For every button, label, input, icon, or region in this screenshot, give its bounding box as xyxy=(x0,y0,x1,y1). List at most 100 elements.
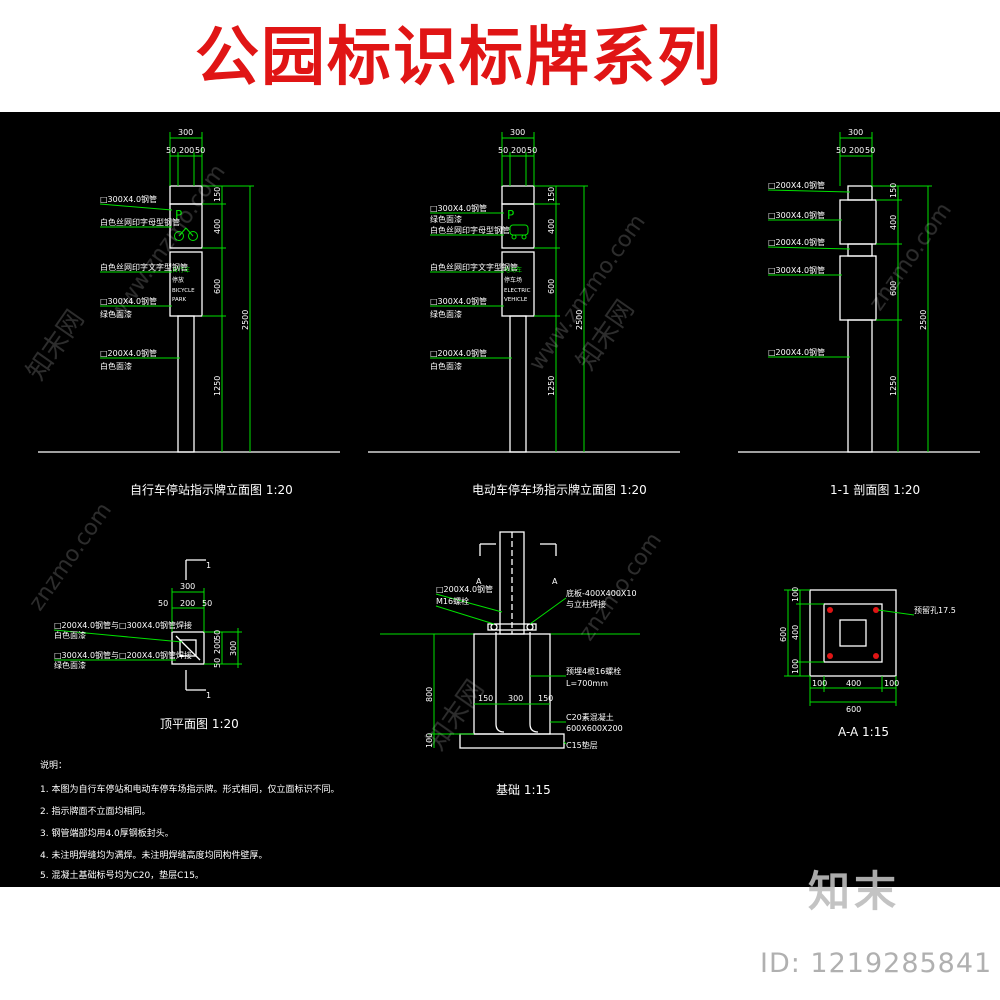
svg-text:50: 50 xyxy=(202,599,212,608)
watermark-id: ID: 1219285841 xyxy=(760,948,993,979)
plan-outer-square xyxy=(171,631,205,665)
svg-text:预留孔17.5: 预留孔17.5 xyxy=(914,605,956,615)
svg-text:底板-400X400X10: 底板-400X400X10 xyxy=(566,588,637,598)
svg-text:150: 150 xyxy=(538,694,553,703)
svg-text:白色面漆: 白色面漆 xyxy=(100,361,132,371)
anchor-bolt xyxy=(495,632,505,733)
view-title: 顶平面图 1:20 xyxy=(160,717,239,731)
ev-elevation-view: P 电动车 停车场 ELECTRIC VEHICLE 300 50 200 50… xyxy=(368,128,680,497)
svg-text:□200X4.0钢管与□300X4.0钢管焊接: □200X4.0钢管与□300X4.0钢管焊接 xyxy=(54,620,192,630)
svg-text:400: 400 xyxy=(213,219,222,234)
svg-text:□300X4.0钢管与□200X4.0钢管焊接: □300X4.0钢管与□200X4.0钢管焊接 xyxy=(54,650,192,660)
svg-text:300: 300 xyxy=(180,582,195,591)
section-cap xyxy=(847,185,873,201)
svg-text:100: 100 xyxy=(791,659,800,674)
sign-text: 自行车 xyxy=(172,266,190,274)
svg-text:300: 300 xyxy=(848,128,863,137)
parking-p-icon: P xyxy=(507,208,514,222)
svg-text:400: 400 xyxy=(791,625,800,640)
dimension-label: 300 xyxy=(178,128,193,137)
base-plate xyxy=(487,623,537,631)
svg-text:与立柱焊接: 与立柱焊接 xyxy=(566,599,606,609)
svg-text:600: 600 xyxy=(889,281,898,296)
svg-text:50: 50 xyxy=(836,146,846,155)
svg-text:300: 300 xyxy=(508,694,523,703)
svg-text:BICYCLE: BICYCLE xyxy=(172,288,195,294)
svg-text:□300X4.0钢管: □300X4.0钢管 xyxy=(430,296,487,306)
svg-text:200: 200 xyxy=(180,599,195,608)
sign-panel-upper xyxy=(501,203,535,249)
watermark-text: znzmo.com xyxy=(24,498,116,615)
svg-text:C15垫层: C15垫层 xyxy=(566,740,598,750)
material-label: □300X4.0钢管 xyxy=(100,194,157,204)
svg-text:白色丝网印字文字型钢管: 白色丝网印字文字型钢管 xyxy=(430,262,518,272)
svg-text:150: 150 xyxy=(478,694,493,703)
vehicle-icon xyxy=(509,224,529,236)
note-item: 3. 钢管端部均用4.0厚钢板封头。 xyxy=(40,827,174,839)
svg-text:2500: 2500 xyxy=(575,310,584,330)
foundation-view: A A 800 100 150 300 150 □200X4.0钢管 M16螺栓… xyxy=(380,531,640,797)
svg-text:A: A xyxy=(552,577,558,586)
svg-text:□300X4.0钢管: □300X4.0钢管 xyxy=(430,203,487,213)
svg-text:200: 200 xyxy=(511,146,526,155)
svg-text:50: 50 xyxy=(166,146,176,155)
bike-elevation-view: P 自行车 停放 BICYCLE PARK 300 50 200 50 150 … xyxy=(38,128,340,497)
sign-text: 电动车 xyxy=(504,266,522,274)
svg-text:L=700mm: L=700mm xyxy=(566,679,608,688)
svg-text:600: 600 xyxy=(846,705,861,714)
plan-inner-square xyxy=(179,639,197,657)
svg-text:2500: 2500 xyxy=(919,310,928,330)
svg-text:□200X4.0钢管: □200X4.0钢管 xyxy=(100,348,157,358)
svg-text:M16螺栓: M16螺栓 xyxy=(436,596,469,606)
svg-text:300: 300 xyxy=(510,128,525,137)
bolt-hole xyxy=(827,607,833,613)
sign-panel-lower xyxy=(501,251,535,317)
top-plan-view: 1 1 300 50 200 50 50 200 50 300 □200X4.0… xyxy=(53,559,242,731)
watermark-overlay: www.znzmo.com www.znzmo.com znzmo.com zn… xyxy=(21,160,957,756)
footing-square xyxy=(809,589,897,677)
svg-text:□300X4.0钢管: □300X4.0钢管 xyxy=(100,296,157,306)
view-title: A-A 1:15 xyxy=(838,725,889,739)
svg-text:ELECTRIC: ELECTRIC xyxy=(504,288,531,294)
svg-text:白色面漆: 白色面漆 xyxy=(430,361,462,371)
title-banner: 公园标识标牌系列 xyxy=(0,0,1000,112)
post-shaft xyxy=(509,315,527,453)
svg-text:150: 150 xyxy=(889,183,898,198)
svg-text:400: 400 xyxy=(547,219,556,234)
cad-drawing: .g{stroke:#00e000;stroke-width:1;fill:no… xyxy=(21,128,980,881)
svg-text:绿色面漆: 绿色面漆 xyxy=(430,309,462,319)
svg-text:600: 600 xyxy=(213,279,222,294)
svg-text:150: 150 xyxy=(213,187,222,202)
page-title: 公园标识标牌系列 xyxy=(195,21,723,95)
svg-text:600X600X200: 600X600X200 xyxy=(566,724,623,733)
base-plate-square xyxy=(823,603,883,663)
svg-text:100: 100 xyxy=(884,679,899,688)
svg-text:200: 200 xyxy=(849,146,864,155)
svg-text:600: 600 xyxy=(547,279,556,294)
post-cap xyxy=(501,185,535,205)
svg-text:□200X4.0钢管: □200X4.0钢管 xyxy=(768,237,825,247)
view-title: 基础 1:15 xyxy=(496,783,551,797)
svg-text:100: 100 xyxy=(791,587,800,602)
svg-text:2500: 2500 xyxy=(241,310,250,330)
c15-bedding xyxy=(459,733,565,749)
svg-text:100: 100 xyxy=(425,733,434,748)
svg-text:50: 50 xyxy=(527,146,537,155)
svg-text:200: 200 xyxy=(213,639,222,654)
column-square xyxy=(839,619,867,647)
section-mark: 1 xyxy=(206,561,211,570)
parking-p-icon: P xyxy=(175,208,182,222)
svg-text:□200X4.0钢管: □200X4.0钢管 xyxy=(768,347,825,357)
svg-text:预埋4根16螺栓: 预埋4根16螺栓 xyxy=(566,666,621,676)
svg-text:50: 50 xyxy=(213,630,222,640)
svg-text:200: 200 xyxy=(179,146,194,155)
note-item: 2. 指示牌面不立面均相同。 xyxy=(40,805,150,817)
svg-text:白色丝网印字母型钢管: 白色丝网印字母型钢管 xyxy=(100,217,180,227)
svg-text:1250: 1250 xyxy=(889,376,898,396)
svg-text:400: 400 xyxy=(846,679,861,688)
svg-text:50: 50 xyxy=(195,146,205,155)
svg-text:1250: 1250 xyxy=(547,376,556,396)
svg-text:□300X4.0钢管: □300X4.0钢管 xyxy=(768,210,825,220)
svg-text:□200X4.0钢管: □200X4.0钢管 xyxy=(768,180,825,190)
note-item: 4. 未注明焊缝均为满焊。未注明焊缝高度均同构件壁厚。 xyxy=(40,849,267,861)
